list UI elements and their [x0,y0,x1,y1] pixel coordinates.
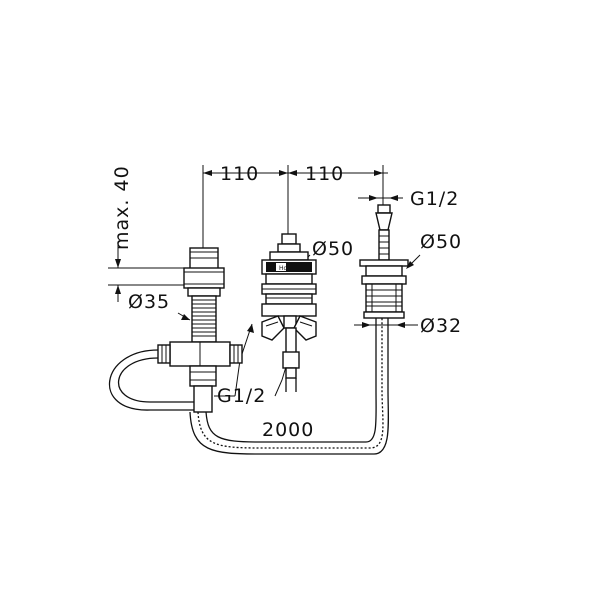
label-dia50-right: Ø50 [420,231,462,253]
label-dia50-mid: Ø50 [312,238,354,260]
label-dia35: Ø35 [128,291,170,313]
label-max40: max. 40 [111,165,133,250]
text-labels: 110 110 G1/2 Ø50 Ø50 Ø35 Ø32 G1/2 2000 m… [111,163,462,441]
label-g12-bottom: G1/2 [217,385,266,407]
left-thread [192,299,216,337]
label-dia32: Ø32 [420,315,462,337]
label-g12-top: G1/2 [410,188,459,210]
middle-valve: Hg [261,233,317,379]
hoses [109,318,390,455]
left-valve-body [157,247,243,413]
label-110-left: 110 [220,163,259,185]
right-spout [359,204,409,319]
middle-valve-stamp: Hg [279,265,288,272]
label-110-right: 110 [305,163,344,185]
label-hose-length: 2000 [262,419,314,441]
